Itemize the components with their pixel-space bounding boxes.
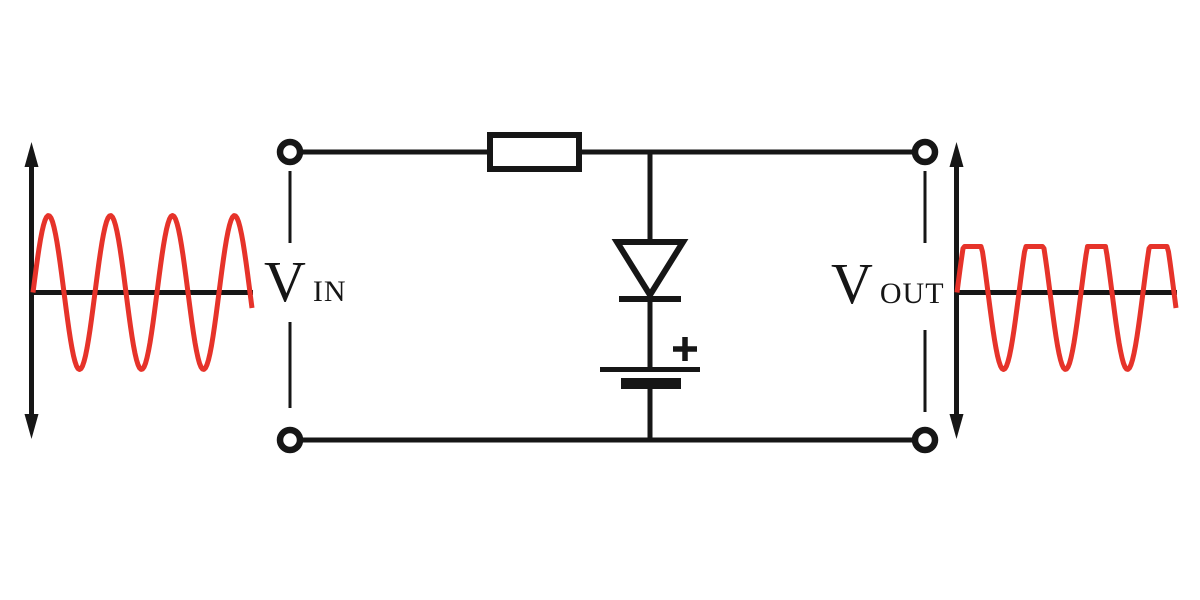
output-axis-arrow-up-icon: [949, 142, 964, 167]
input-axis-arrow-down-icon: [24, 414, 39, 439]
vin-label: V IN: [264, 249, 347, 314]
battery-plus-icon: [673, 337, 697, 361]
input-axis-arrow-up-icon: [24, 142, 39, 167]
vin-label-main: V: [264, 249, 306, 314]
battery-symbol: [600, 337, 700, 389]
terminal-top-right: [911, 138, 939, 166]
vout-label-main: V: [831, 251, 873, 316]
vout-label-sub: OUT: [880, 277, 945, 310]
input-sine-waveform: [30, 213, 255, 372]
terminal-circles: [276, 138, 939, 454]
terminal-bottom-left: [276, 426, 304, 454]
terminal-bottom-right: [911, 426, 939, 454]
vout-label: V OUT: [831, 251, 945, 316]
circuit-wires: [302, 149, 913, 443]
diode-triangle: [611, 239, 689, 301]
terminal-top-left: [276, 138, 304, 166]
resistor-symbol: [487, 132, 582, 172]
vin-label-sub: IN: [313, 275, 347, 308]
diode-symbol: [611, 239, 689, 302]
output-clipped-waveform: [954, 244, 1179, 372]
output-axis-arrow-down-icon: [949, 414, 964, 439]
